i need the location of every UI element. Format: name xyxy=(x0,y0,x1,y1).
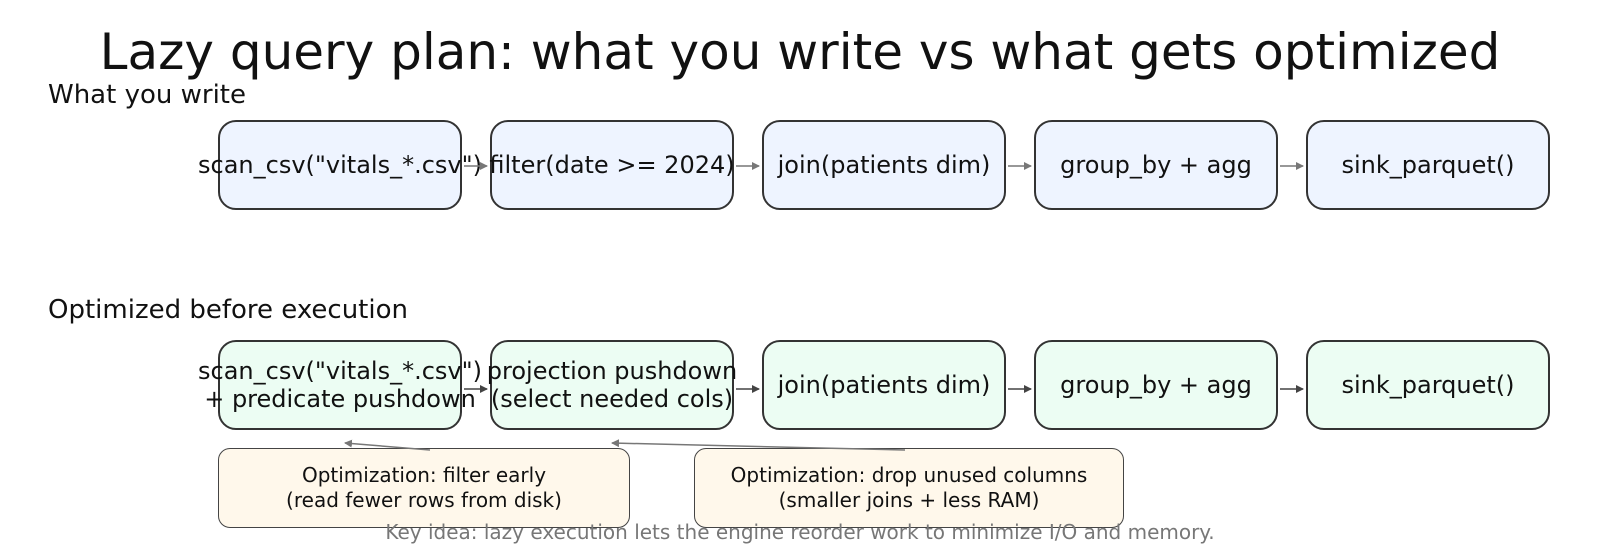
step-scan-csv: scan_csv("vitals_*.csv") xyxy=(198,120,482,210)
optimized-step-projection-pushdown: projection pushdown (select needed cols) xyxy=(486,340,738,430)
step-join: join(patients dim) xyxy=(762,120,1006,210)
step-label: join(patients dim) xyxy=(777,151,991,179)
step-label: sink_parquet() xyxy=(1341,151,1515,179)
note-drop-unused-columns: Optimization: drop unused columns (small… xyxy=(694,448,1124,528)
step-filter: filter(date >= 2024) xyxy=(489,120,735,210)
step-sink-parquet: sink_parquet() xyxy=(1306,120,1550,210)
note-filter-early: Optimization: filter early (read fewer r… xyxy=(218,448,630,528)
optimized-step-group-by-agg: group_by + agg xyxy=(1034,340,1278,430)
optimized-step-join: join(patients dim) xyxy=(762,340,1006,430)
diagram-title: Lazy query plan: what you write vs what … xyxy=(99,23,1501,81)
step-label: scan_csv("vitals_*.csv") + predicate pus… xyxy=(198,357,483,413)
note-pointer-arrow xyxy=(344,439,431,451)
section-label-what-you-write: What you write xyxy=(48,80,246,110)
step-label: group_by + agg xyxy=(1060,151,1252,179)
step-label: join(patients dim) xyxy=(777,371,991,399)
section-label-optimized: Optimized before execution xyxy=(48,295,408,325)
step-label: projection pushdown (select needed cols) xyxy=(486,357,738,413)
step-label: group_by + agg xyxy=(1060,371,1252,399)
note-text: Optimization: drop unused columns (small… xyxy=(730,463,1088,512)
step-group-by-agg: group_by + agg xyxy=(1034,120,1278,210)
footer-key-idea: Key idea: lazy execution lets the engine… xyxy=(385,520,1215,544)
step-label: sink_parquet() xyxy=(1341,371,1515,399)
optimized-step-scan-csv: scan_csv("vitals_*.csv") + predicate pus… xyxy=(198,340,482,430)
note-text: Optimization: filter early (read fewer r… xyxy=(286,463,562,512)
note-pointer-arrow xyxy=(611,439,906,451)
optimized-step-sink-parquet: sink_parquet() xyxy=(1306,340,1550,430)
step-label: filter(date >= 2024) xyxy=(489,151,735,179)
step-label: scan_csv("vitals_*.csv") xyxy=(198,151,483,179)
